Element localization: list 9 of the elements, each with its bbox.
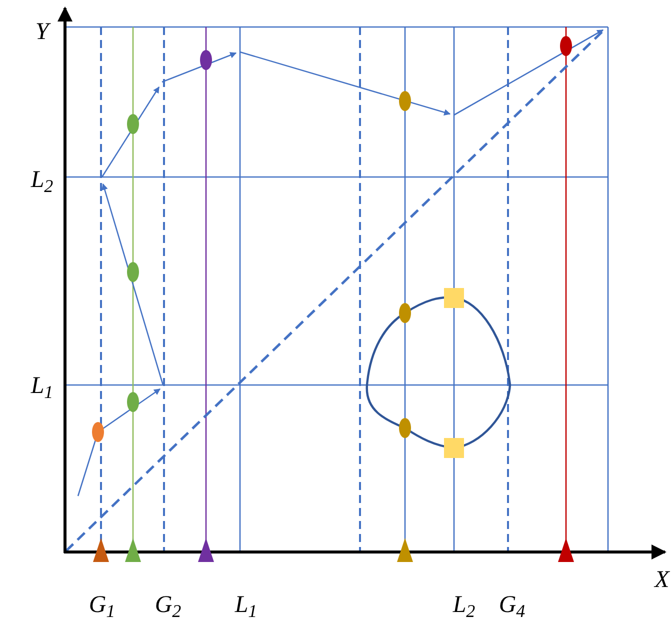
tick-label: L$_{2}$ xyxy=(452,593,476,617)
axis-label: X xyxy=(654,568,670,592)
tick-label: G$_{2}$ xyxy=(154,593,182,617)
tick-label: G$_{1}$ xyxy=(88,593,116,617)
tick-label: L$_{2}$ xyxy=(30,168,54,192)
tick-label: G$_{4}$ xyxy=(498,593,526,617)
tick-label: L$_{1}$ xyxy=(234,593,258,617)
axis-label: Y xyxy=(35,20,49,44)
tick-label: L$_{1}$ xyxy=(30,374,54,398)
